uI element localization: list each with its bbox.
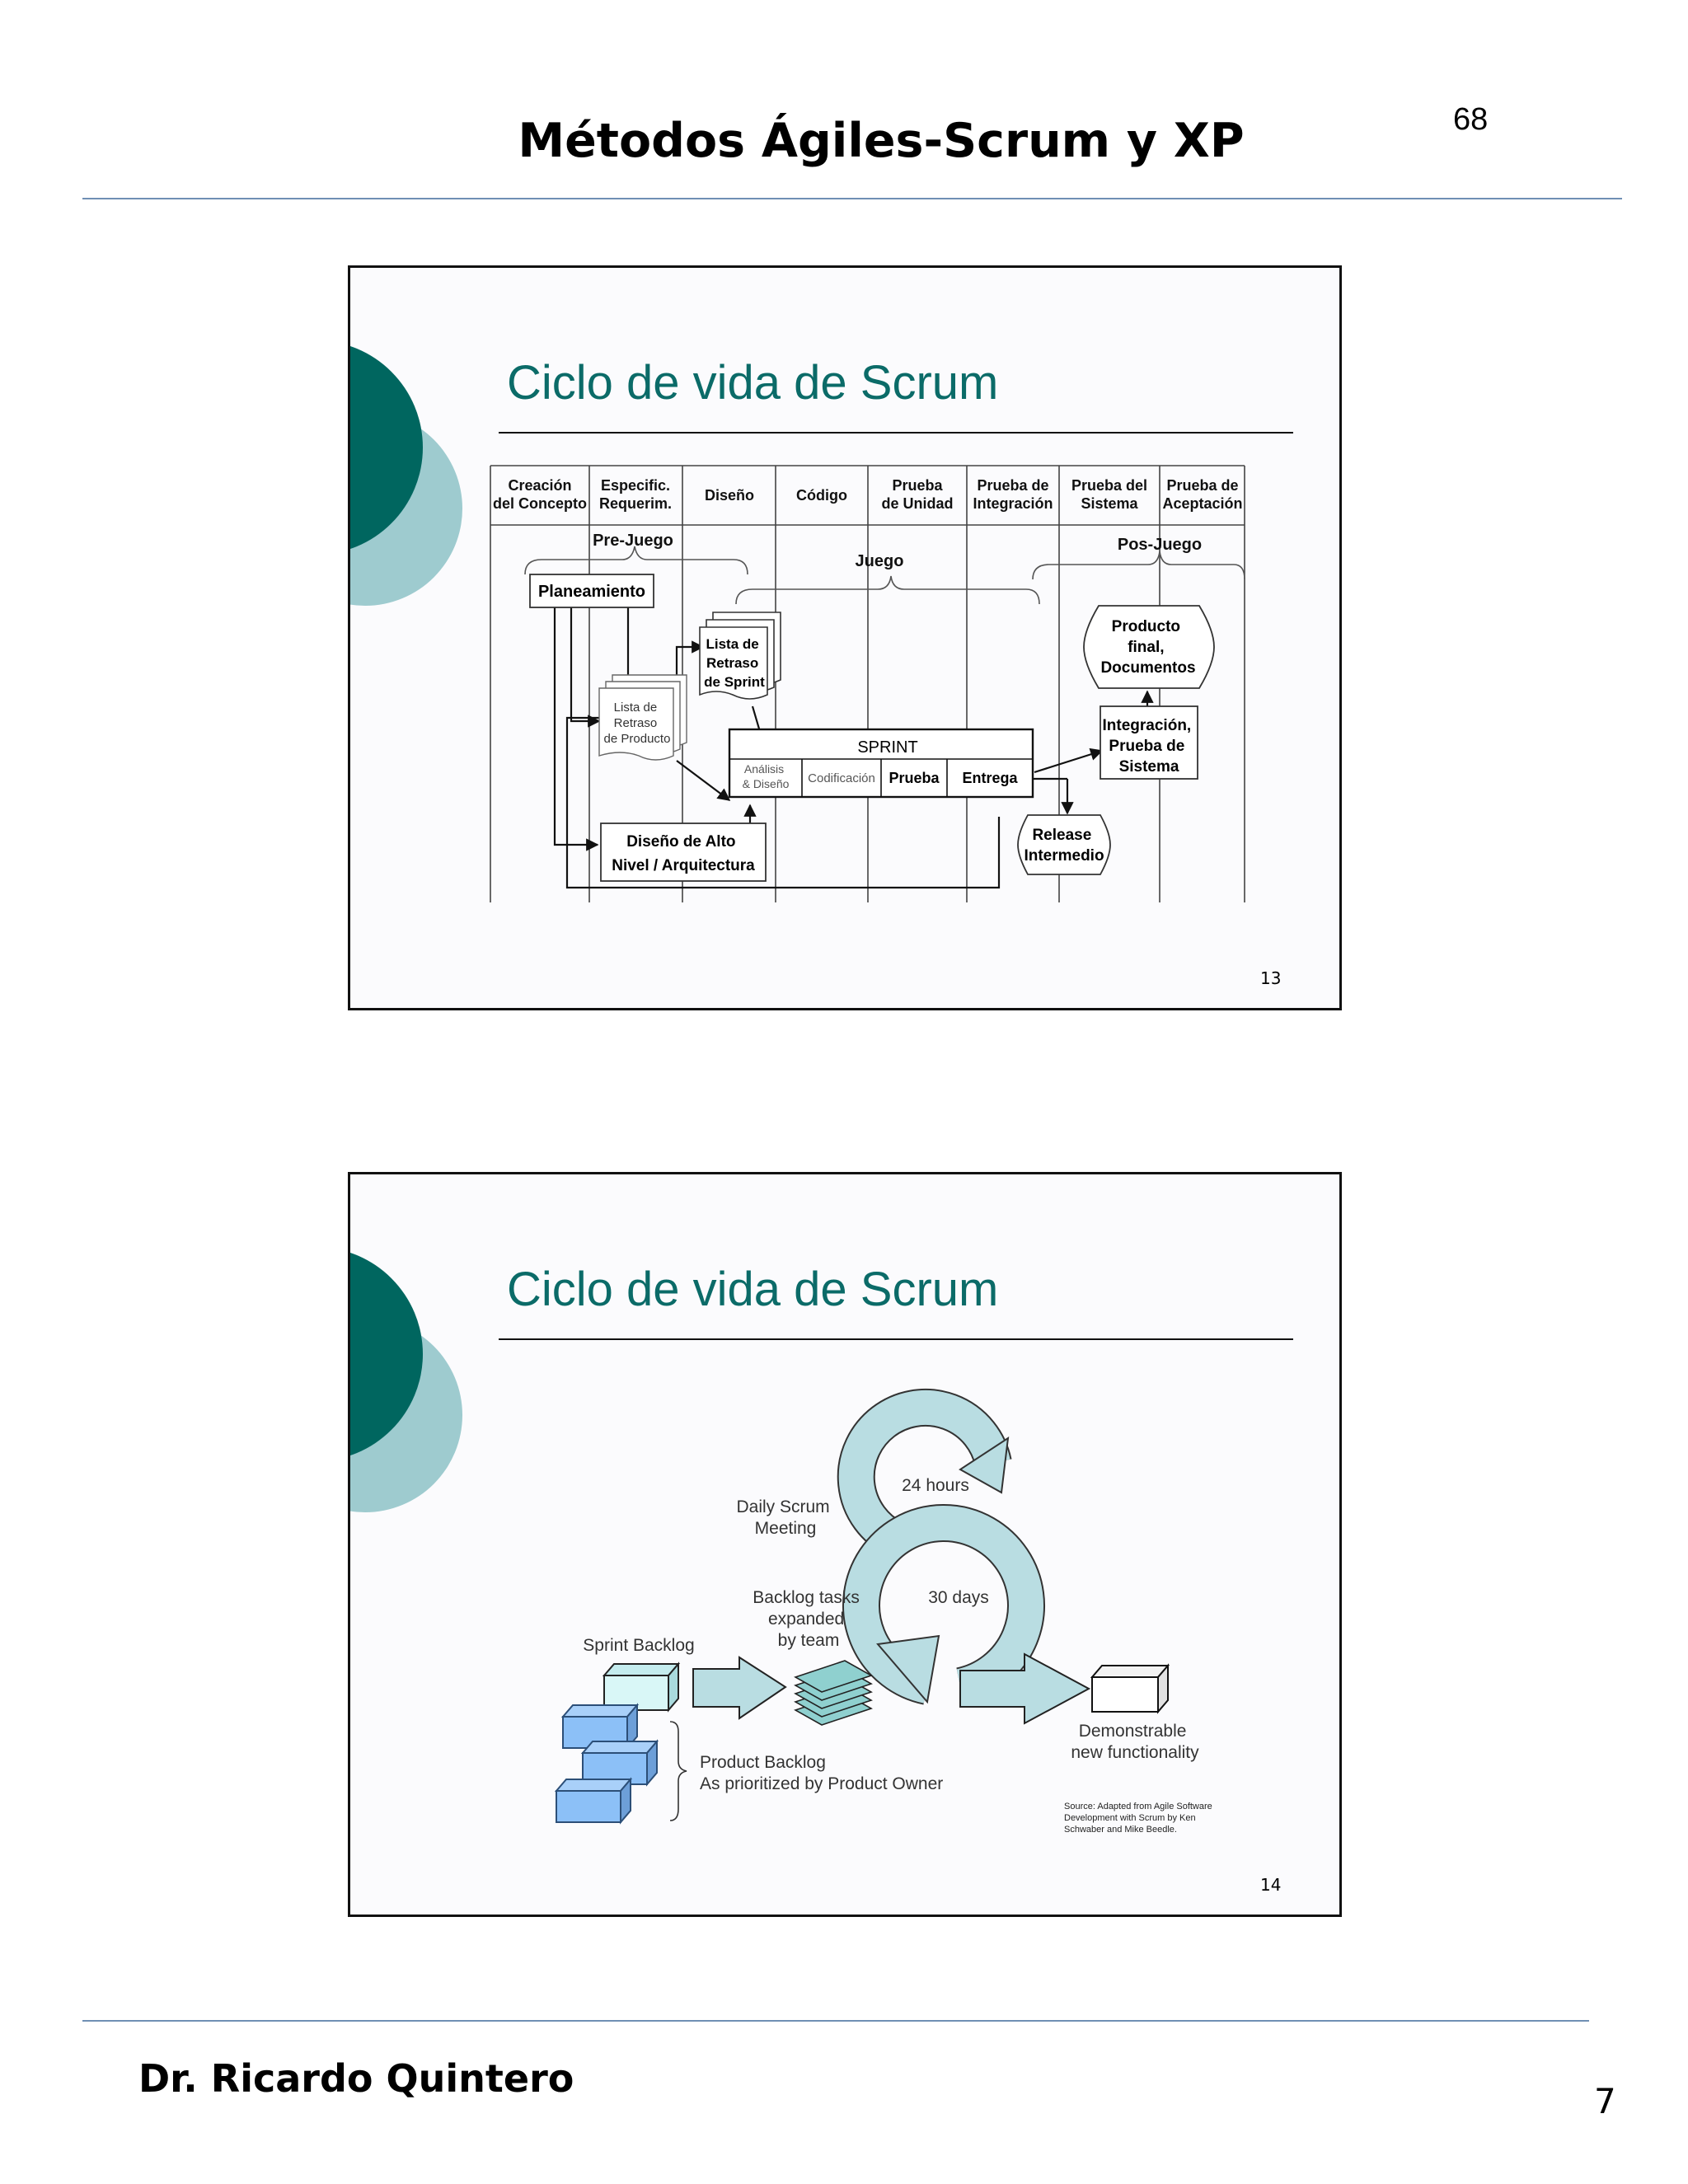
demonstrable-functionality-box (1090, 1663, 1170, 1714)
column-header-design: Diseño (705, 487, 754, 504)
delivery-label: Entrega (962, 770, 1018, 786)
product-backlog-blocks (554, 1703, 659, 1825)
footer-page-number: 7 (1594, 2081, 1616, 2121)
phase-label-pre-game: Pre-Juego (593, 532, 673, 550)
product-backlog-brace (669, 1721, 687, 1821)
arrow-planning-to-design (553, 607, 599, 851)
column-header-requirements: Especific.Requerim. (599, 477, 672, 512)
release-shape (1017, 814, 1111, 875)
slide-13-number: 13 (1260, 968, 1282, 988)
coding-label: Codificación (808, 771, 875, 785)
source-note: Source: Adapted from Agile Software Deve… (1064, 1802, 1215, 1835)
column-header-code: Código (796, 487, 847, 504)
release-label: Release Intermedio (1024, 827, 1104, 865)
phase-label-game: Juego (856, 552, 904, 570)
footer-rule (82, 2020, 1589, 2022)
slide-13-title: Ciclo de vida de Scrum (507, 356, 999, 410)
product-backlog-label: Lista de Retraso de Producto (604, 701, 671, 746)
high-level-design-label: Diseño de Alto Nivel / Arquitectura (612, 833, 755, 874)
label-daily-scrum: Daily Scrum Meeting (736, 1497, 834, 1538)
label-sprint-backlog: Sprint Backlog (583, 1636, 694, 1655)
slide-14-number: 14 (1260, 1875, 1282, 1895)
arrow-product-backlog-to-sprint (676, 760, 731, 801)
planning-label: Planeamiento (538, 583, 645, 601)
label-24-hours: 24 hours (902, 1476, 969, 1495)
label-backlog-tasks: Backlog tasks expanded by team (753, 1588, 864, 1650)
final-product-label: Producto final, Documentos (1100, 618, 1195, 677)
sprint-backlog-label: Lista de Retraso de Sprint (704, 636, 765, 690)
decor-circle-dark (350, 1252, 423, 1456)
integration-box (1100, 705, 1198, 780)
sprint-cycle-arrow (842, 1504, 1045, 1705)
arrow-planning-to-product-backlog (570, 607, 601, 728)
label-demonstrable: Demonstrable new functionality (1071, 1722, 1199, 1762)
header-rule (82, 198, 1622, 199)
sprint-backlog-docs (699, 612, 781, 700)
product-backlog-docs (598, 674, 687, 761)
sprint-backlog-block (602, 1661, 681, 1713)
final-product-shape (1083, 605, 1215, 689)
header-page-number: 68 (1453, 102, 1489, 137)
label-30-days: 30 days (928, 1588, 989, 1607)
slide-14: 24 hours 30 days Daily Scrum Meeting Bac… (348, 1172, 1342, 1917)
sprint-label: SPRINT (857, 738, 917, 757)
page-title: Métodos Ágiles-Scrum y XP (518, 114, 1245, 168)
analysis-design-label: Análisis & Diseño (743, 762, 790, 790)
backlog-task-sheets (794, 1660, 873, 1726)
slide-14-graphics: 24 hours 30 days Daily Scrum Meeting Bac… (350, 1252, 1293, 1835)
daily-cycle-arrow (837, 1388, 1012, 1556)
arrow-sprint-to-integration (1034, 748, 1104, 774)
high-level-design-box (600, 823, 767, 882)
footer-author: Dr. Ricardo Quintero (138, 2056, 574, 2101)
phase-braces (524, 546, 1245, 605)
integration-label: Integración, Prueba de Sistema (1103, 717, 1196, 776)
phase-label-post-game: Pos-Juego (1118, 536, 1202, 554)
decor-circle-dark (350, 345, 423, 550)
loop-back-line (565, 716, 1001, 889)
arrow-cycle-to-product (959, 1652, 1091, 1725)
label-product-backlog: Product Backlog As prioritized by Produc… (700, 1753, 943, 1793)
testing-label: Prueba (889, 770, 940, 786)
arrow-sprint-backlog-to-tasks (692, 1656, 787, 1720)
slide-14-title: Ciclo de vida de Scrum (507, 1263, 999, 1316)
planning-box (529, 574, 654, 608)
